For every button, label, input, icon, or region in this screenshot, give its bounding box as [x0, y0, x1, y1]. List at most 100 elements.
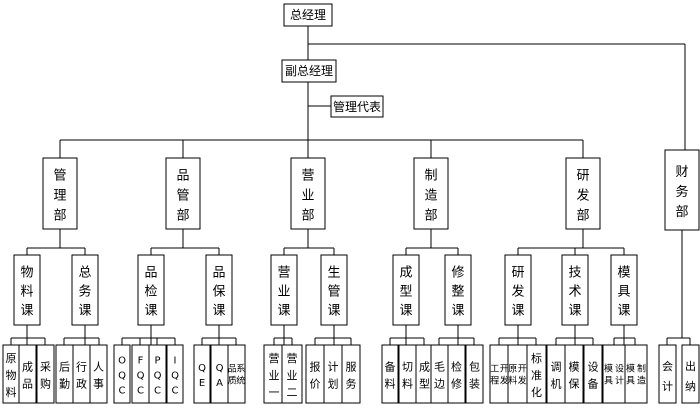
- team-label: 出纳: [685, 359, 696, 393]
- team-node: 模具制造: [624, 344, 648, 404]
- department-label: 管理部: [53, 169, 66, 224]
- team-label: 模具制造: [626, 363, 646, 387]
- team-label: 模保: [569, 361, 580, 391]
- section-node: 技术课: [561, 254, 589, 326]
- team-label: 会计: [662, 360, 673, 393]
- team-node: 行政: [72, 344, 91, 404]
- team-node: 品质系统: [227, 344, 246, 404]
- team-node: 计划: [323, 344, 343, 404]
- team-label: 工程开发: [490, 364, 509, 387]
- team-label: 检修: [451, 360, 462, 391]
- team-node: 出纳: [681, 344, 700, 404]
- section-node: 营业课: [270, 254, 298, 326]
- team-node: 标准化: [526, 344, 547, 404]
- team-label: 后勤: [59, 361, 70, 391]
- section-node: 研发课: [504, 254, 532, 326]
- section-node: 成型课: [392, 254, 420, 326]
- team-label: 人事: [93, 361, 104, 391]
- section-node: 品保课: [205, 254, 233, 326]
- team-label: 备料: [385, 360, 396, 391]
- department-node: 制造部: [413, 157, 449, 230]
- team-label: 模具设计: [604, 364, 624, 387]
- section-label: 品检课: [144, 266, 157, 319]
- department-label: 营业部: [301, 169, 314, 224]
- team-label: 采购: [40, 361, 51, 391]
- department-label: 品管部: [176, 169, 189, 224]
- section-node: 修整课: [444, 254, 472, 326]
- team-label: 调机: [551, 361, 562, 391]
- team-node: 切料: [398, 344, 417, 404]
- team-node: 成品: [18, 344, 37, 404]
- deputy-gm-label: 副总经理: [285, 64, 333, 78]
- deputy-gm-node: 副总经理: [281, 59, 337, 83]
- team-label: 原料开发: [508, 364, 527, 387]
- section-label: 品保课: [212, 266, 225, 319]
- section-label: 修整课: [451, 266, 464, 319]
- department-node: 管理部: [42, 157, 78, 230]
- team-label: 报价: [310, 360, 321, 391]
- team-node: 报价: [305, 344, 325, 404]
- team-node: 检修: [447, 344, 466, 404]
- department-node: 品管部: [165, 157, 201, 230]
- section-node: 品检课: [137, 254, 165, 326]
- team-label: 标准化: [531, 351, 542, 399]
- team-node: 后勤: [55, 344, 74, 404]
- team-label: 原物料: [6, 352, 17, 399]
- section-label: 总务课: [78, 266, 91, 319]
- department-label: 制造部: [424, 169, 437, 224]
- section-label: 物料课: [20, 266, 33, 319]
- team-label: 品质系统: [228, 364, 246, 387]
- department-node: 财务部: [664, 149, 700, 231]
- connectors: [10, 26, 691, 345]
- section-label: 模具课: [617, 266, 630, 319]
- team-label: 毛边: [434, 361, 445, 391]
- team-node: 包装: [465, 344, 484, 404]
- team-label: 切料: [402, 361, 413, 391]
- team-node: 模保: [564, 344, 584, 404]
- team-node: 会计: [658, 344, 677, 404]
- department-label: 研发部: [576, 169, 589, 224]
- team-node: 模具设计: [602, 344, 626, 404]
- team-node: 原料开发: [507, 344, 528, 404]
- mgmt-rep-label: 管理代表: [333, 99, 381, 114]
- team-node: 调机: [546, 344, 566, 404]
- department-label: 财务部: [675, 165, 688, 220]
- team-label: 包装: [469, 361, 480, 391]
- section-label: 生管课: [327, 266, 340, 319]
- section-node: 物料课: [13, 254, 41, 326]
- team-label: 服务: [346, 361, 357, 391]
- team-node: 服务: [341, 344, 361, 404]
- team-label: 成型: [419, 361, 430, 391]
- mgmt-rep-node: 管理代表: [330, 95, 384, 118]
- department-node: 营业部: [290, 157, 326, 230]
- gm-label: 总经理: [290, 8, 326, 22]
- section-label: 研发课: [511, 266, 524, 319]
- team-node: 工程开发: [489, 344, 510, 404]
- section-label: 成型课: [399, 266, 412, 319]
- team-node: 设备: [583, 344, 603, 404]
- team-label: 营业二: [287, 351, 298, 399]
- team-node: 备料: [381, 344, 399, 404]
- section-node: 生管课: [320, 254, 348, 326]
- team-label: 行政: [76, 361, 87, 391]
- section-node: 模具课: [610, 254, 638, 326]
- gm-node: 总经理: [283, 3, 333, 27]
- team-node: 营业二: [281, 344, 303, 404]
- team-node: 原物料: [2, 344, 20, 404]
- team-label: 计划: [328, 361, 339, 391]
- section-label: 营业课: [277, 266, 290, 319]
- team-label: 设备: [588, 361, 599, 391]
